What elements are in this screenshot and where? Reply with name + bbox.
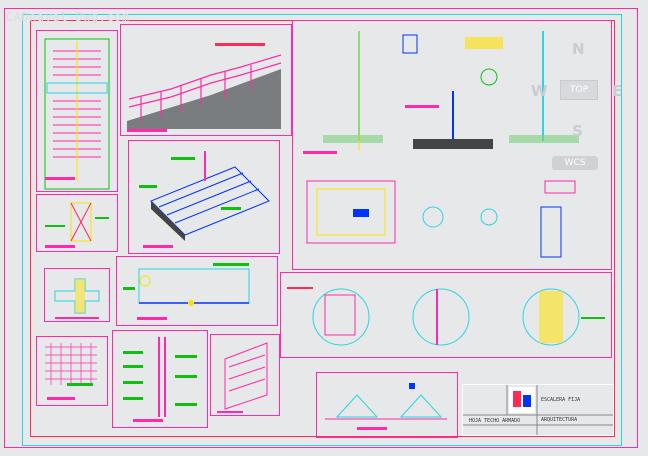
railing-perspective-drawing	[127, 43, 282, 132]
detail-c-drawing	[45, 343, 97, 400]
title-block: ESCALERA FIJA ARQUITECTURA HOJA TECHO AR…	[462, 384, 614, 436]
stair-plan-drawing	[44, 38, 110, 190]
panel-column-detail	[112, 330, 208, 428]
drawing-frame-inner	[22, 14, 622, 446]
viewcube-east[interactable]: E	[612, 82, 623, 100]
step-detail-drawing	[217, 342, 268, 413]
stair-3d-drawing	[139, 151, 270, 248]
detail-b-drawing	[54, 278, 100, 319]
panel-stair-3d	[128, 140, 280, 254]
drawing-frame-outer	[4, 8, 638, 448]
wcs-menu-button[interactable]: WCS	[552, 156, 598, 170]
detail-a-drawing	[45, 202, 109, 248]
panel-strip	[280, 356, 350, 364]
viewcube-top-face[interactable]: TOP	[560, 80, 598, 100]
panel-circle-details	[280, 272, 612, 358]
panel-detail-c	[36, 336, 108, 406]
column-detail-drawing	[123, 337, 197, 422]
panel-detail-b	[44, 268, 110, 322]
title-block-lines	[463, 385, 613, 435]
panel-elevations	[292, 20, 612, 270]
title-block-sheet: ARQUITECTURA	[541, 417, 578, 423]
panel-detail-a	[36, 194, 118, 252]
viewcube-south[interactable]: S	[572, 122, 583, 140]
watermark: CADnaval-Dwg.com	[6, 10, 130, 24]
panel-stair-plan	[36, 30, 118, 192]
panel-handrail-elevation	[116, 256, 278, 326]
viewcube-west[interactable]: W	[531, 82, 548, 100]
circle-details-drawing	[287, 287, 605, 346]
viewcube-north[interactable]: N	[572, 40, 585, 58]
title-block-project: ESCALERA FIJA	[541, 397, 581, 403]
panel-anchor-detail	[316, 372, 458, 438]
anchor-detail-drawing	[325, 383, 447, 430]
elevations-drawing	[303, 31, 579, 258]
panel-step-detail	[210, 334, 280, 416]
title-block-subtitle: HOJA TECHO ARMADO	[469, 418, 521, 424]
panel-railing-perspective	[120, 24, 292, 136]
handrail-elevation-drawing	[123, 263, 250, 320]
